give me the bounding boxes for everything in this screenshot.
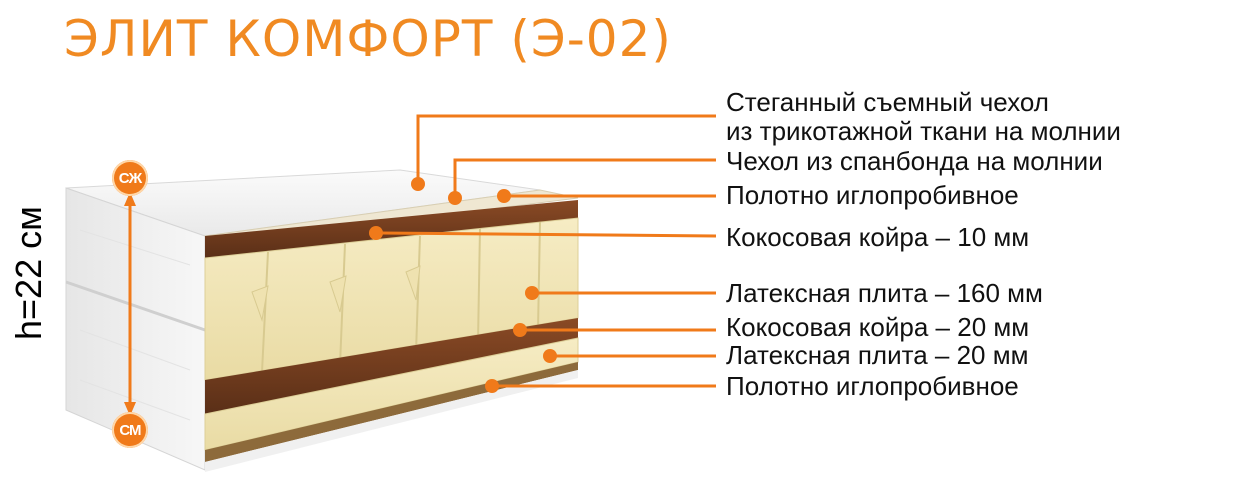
- layer-label-8: Полотно иглопробивное: [726, 371, 1019, 401]
- leader-line-4: [375, 231, 717, 238]
- leader-line-2: [453, 158, 716, 198]
- product-title: ЭЛИТ КОМФОРТ (Э-02): [64, 10, 672, 68]
- cover-seam: [65, 280, 206, 332]
- layer-label-1: Стеганный съемный чехол из трикотажной т…: [726, 88, 1121, 146]
- leader-line-1: [416, 114, 716, 184]
- layer-label-1-line2: из трикотажной ткани на молнии: [726, 116, 1121, 146]
- leader-dots: [369, 177, 557, 393]
- layer-label-3: Полотно иглопробивное: [726, 180, 1019, 210]
- layer-label-7: Латексная плита – 20 мм: [726, 340, 1029, 370]
- needle-felt-bottom: [205, 362, 578, 462]
- height-arrow: [124, 192, 136, 416]
- layer-label-5: Латексная плита – 160 мм: [726, 278, 1043, 308]
- layer-label-1-line1: Стеганный съемный чехол: [726, 87, 1049, 117]
- coconut-layer-20mm: [205, 318, 578, 414]
- badge-bottom: СМ: [112, 412, 148, 448]
- leader-lines: [375, 114, 717, 388]
- layer-label-6: Кокосовая койра – 20 мм: [726, 312, 1030, 342]
- badge-top: СЖ: [112, 160, 148, 196]
- layer-label-4: Кокосовая койра – 10 мм: [726, 222, 1030, 252]
- layer-label-2: Чехол из спанбонда на молнии: [726, 146, 1103, 176]
- coconut-layer-10mm: [205, 200, 578, 258]
